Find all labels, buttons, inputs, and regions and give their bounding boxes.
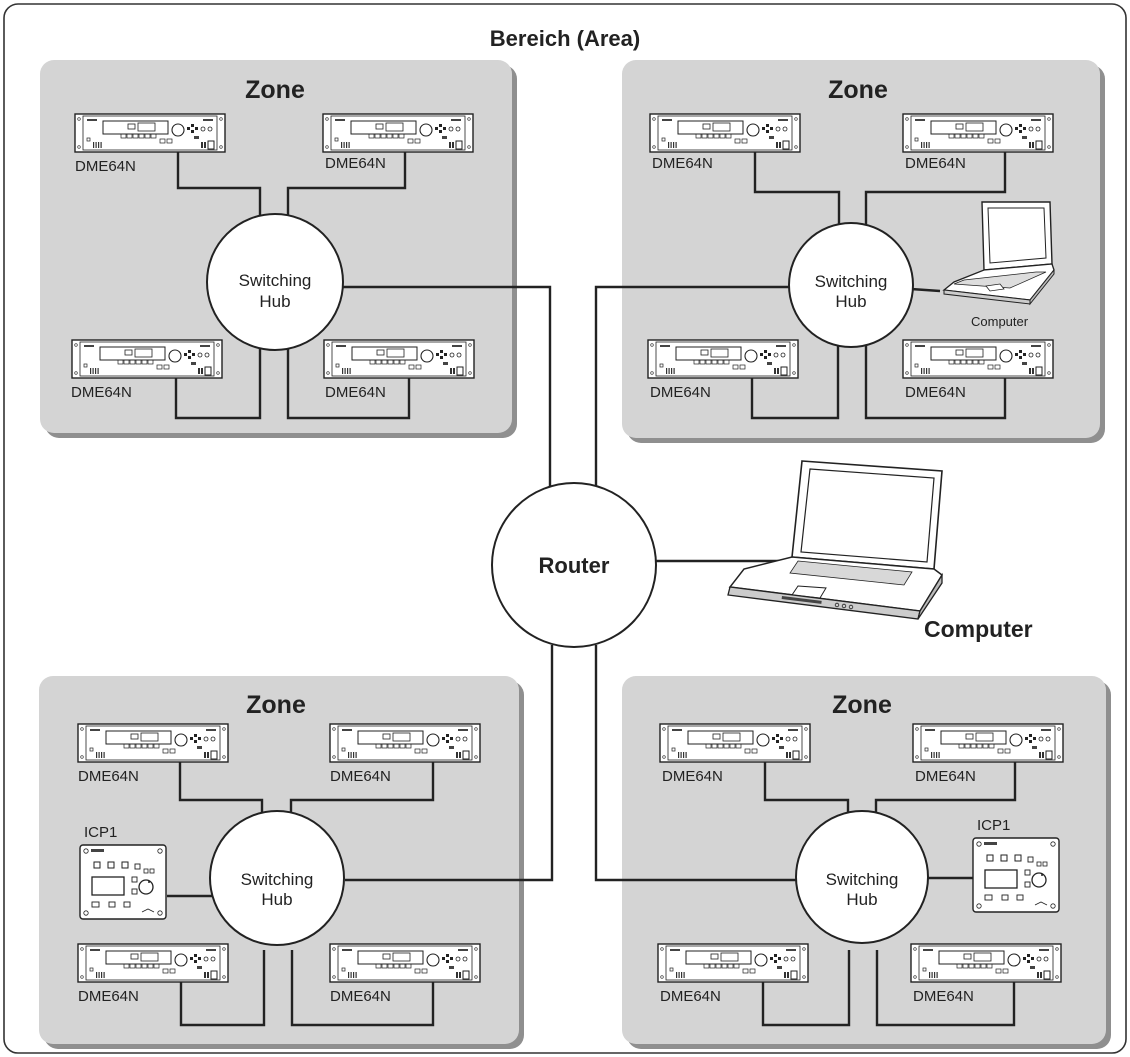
svg-text:Hub: Hub [846, 890, 877, 909]
zone-2-hub: Switching Hub [788, 222, 914, 348]
zone-4-dme-2 [912, 723, 1064, 763]
cables [167, 152, 1017, 1027]
computer-main: Computer [727, 460, 1033, 642]
svg-text:Switching: Switching [241, 870, 314, 889]
zone-2-title: Zone [828, 76, 888, 104]
zone-4-dme-4-label: DME64N [913, 988, 974, 1005]
zone-2-dme-1 [649, 113, 801, 153]
zone-4-icp1-label: ICP1 [977, 817, 1010, 834]
zone-3-dme-3 [77, 943, 229, 983]
zone-4: Zone Switching Hub DME64N DME64N ICP1 DM… [657, 691, 1064, 1005]
zone-2-dme-4-label: DME64N [905, 384, 966, 401]
zone-1-dme-4 [323, 339, 475, 379]
zone-3-icp1-label: ICP1 [84, 824, 117, 841]
zone-1-dme-4-label: DME64N [325, 384, 386, 401]
zone-3-title: Zone [246, 691, 306, 719]
zone-1-dme-3 [71, 339, 223, 379]
zone-3-dme-2 [329, 723, 481, 763]
zone-2-dme-2-label: DME64N [905, 155, 966, 172]
area-title: Bereich (Area) [490, 26, 640, 51]
zone-3-dme-4 [329, 943, 481, 983]
zone-4-dme-3-label: DME64N [660, 988, 721, 1005]
zone-1-dme-3-label: DME64N [71, 384, 132, 401]
zone-2-dme-3 [647, 339, 799, 379]
zone-4-dme-1-label: DME64N [662, 768, 723, 785]
zone-3-dme-1-label: DME64N [78, 768, 139, 785]
area-frame [3, 3, 1127, 1054]
zone-3-dme-2-label: DME64N [330, 768, 391, 785]
zone-3: Zone Switching Hub DME64N DME64N ICP1 DM… [77, 691, 481, 1005]
zone-2-dme-2 [902, 113, 1054, 153]
svg-text:Hub: Hub [835, 292, 866, 311]
zone-2-dme-4 [902, 339, 1054, 379]
zone-2-computer-label: Computer [971, 314, 1029, 329]
svg-text:Switching: Switching [815, 272, 888, 291]
zone-1: Zone Switching Hub DME64N DME64N DME64N … [71, 76, 475, 401]
zone-1-dme-2-label: DME64N [325, 155, 386, 172]
zone-1-hub: Switching Hub [206, 213, 344, 351]
zone-4-icp1 [972, 837, 1060, 913]
computer-main-label: Computer [924, 616, 1033, 642]
zone-1-dme-1 [74, 113, 226, 153]
router: Router [491, 482, 657, 648]
svg-text:Hub: Hub [259, 292, 290, 311]
zone-4-hub: Switching Hub [795, 810, 929, 944]
svg-text:Switching: Switching [239, 271, 312, 290]
zone-2-dme-3-label: DME64N [650, 384, 711, 401]
zone-1-dme-2 [322, 113, 474, 153]
zone-4-dme-4 [910, 943, 1062, 983]
zone-4-dme-3 [657, 943, 809, 983]
svg-text:Switching: Switching [826, 870, 899, 889]
zone-1-title: Zone [245, 76, 305, 104]
zone-1-dme-1-label: DME64N [75, 158, 136, 175]
zone-2: Zone Switching Hub DME64N DME64N DME64N … [647, 76, 1055, 401]
router-label: Router [539, 553, 610, 578]
zone-4-dme-2-label: DME64N [915, 768, 976, 785]
zone-3-dme-1 [77, 723, 229, 763]
zone-4-title: Zone [832, 691, 892, 719]
zone-3-dme-4-label: DME64N [330, 988, 391, 1005]
zone-4-dme-1 [659, 723, 811, 763]
zone-3-icp1 [79, 844, 167, 920]
svg-text:Hub: Hub [261, 890, 292, 909]
zone-3-dme-3-label: DME64N [78, 988, 139, 1005]
zone-2-dme-1-label: DME64N [652, 155, 713, 172]
zone-3-hub: Switching Hub [209, 810, 345, 946]
